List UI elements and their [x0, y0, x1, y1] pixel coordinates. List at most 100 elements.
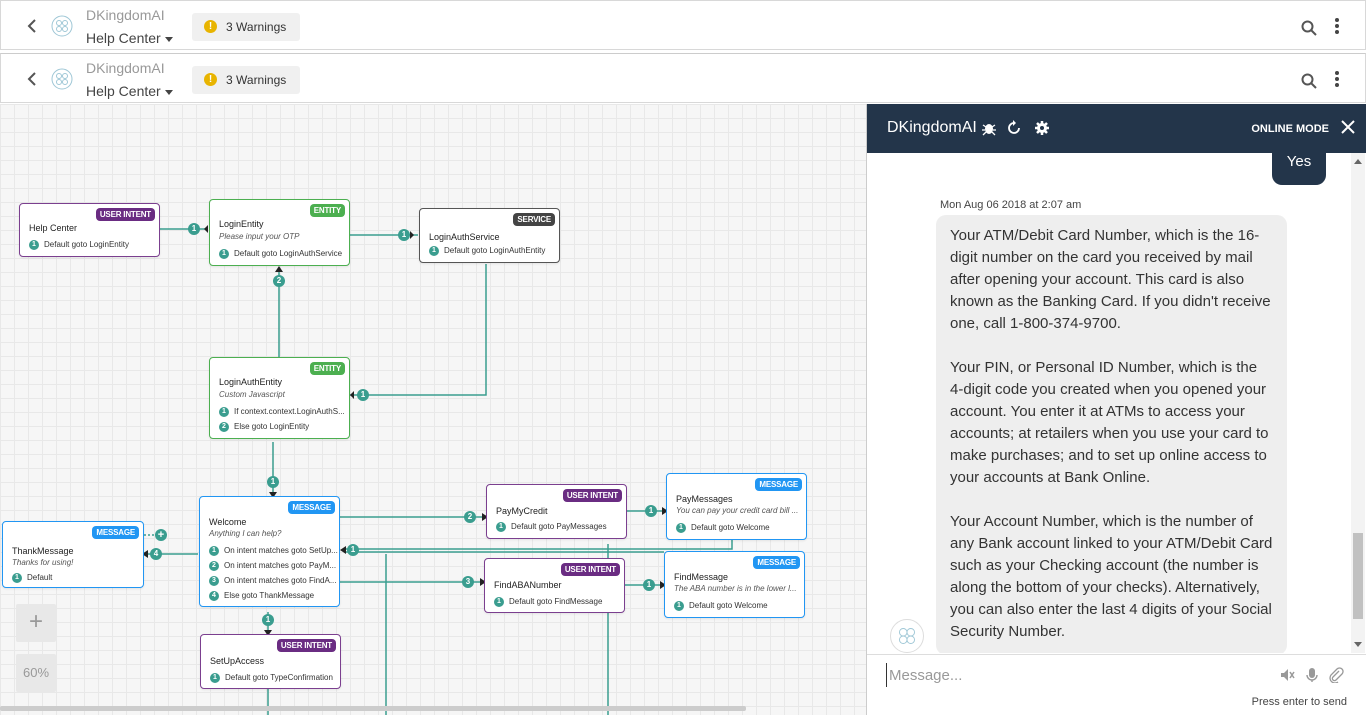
caret-down-icon — [164, 89, 173, 95]
node-login-auth-entity[interactable]: ENTITY LoginAuthEntity Custom Javascript… — [209, 357, 350, 439]
node-pay-messages[interactable]: MESSAGE PayMessages You can pay your cre… — [666, 473, 807, 540]
node-title: LoginEntity — [219, 219, 264, 229]
bot-logo-icon — [51, 68, 73, 90]
dialog-selector[interactable]: Help Center — [86, 30, 173, 46]
node-subtitle: You can pay your credit card bill ... — [676, 506, 799, 515]
node-type-badge: ENTITY — [309, 362, 345, 375]
caret-down-icon — [164, 36, 173, 42]
node-subtitle: Custom Javascript — [219, 390, 285, 399]
node-find-message[interactable]: MESSAGE FindMessage The ABA number is in… — [664, 551, 805, 618]
connector-number: 1 — [398, 229, 410, 241]
chat-messages: Yes Mon Aug 06 2018 at 2:07 am Your ATM/… — [867, 153, 1351, 653]
node-subtitle: Thanks for using! — [12, 558, 74, 567]
node-title: Welcome — [209, 517, 247, 527]
bot-name: DKingdomAI — [86, 7, 165, 23]
node-subtitle: Please input your OTP — [219, 232, 300, 241]
warnings-button[interactable]: ! 3 Warnings — [192, 13, 300, 41]
node-type-badge: USER INTENT — [562, 489, 622, 502]
message-input[interactable] — [886, 663, 1266, 687]
connector-number: 1 — [188, 223, 200, 235]
back-arrow-icon[interactable] — [23, 17, 41, 35]
search-icon[interactable] — [1301, 73, 1317, 89]
node-title: ThankMessage — [12, 546, 74, 556]
bot-name: DKingdomAI — [86, 60, 165, 76]
microphone-icon[interactable] — [1304, 667, 1320, 683]
connector-number: 2 — [464, 511, 476, 523]
node-type-badge: USER INTENT — [276, 639, 336, 652]
dialog-name: Help Center — [86, 30, 161, 46]
node-type-badge: MESSAGE — [288, 501, 335, 514]
chat-composer: Press enter to send — [867, 654, 1366, 715]
node-subtitle: The ABA number is in the lower l... — [674, 584, 797, 593]
add-transition-icon[interactable]: + — [155, 529, 167, 541]
more-options-icon[interactable] — [1335, 18, 1339, 36]
search-icon[interactable] — [1301, 20, 1317, 36]
settings-gear-icon[interactable] — [1034, 120, 1050, 136]
connector-number: 1 — [357, 389, 369, 401]
dialog-selector[interactable]: Help Center — [86, 83, 173, 99]
bot-message-bubble: Your ATM/Debit Card Number, which is the… — [936, 215, 1287, 653]
connector-number: 1 — [643, 579, 655, 591]
zoom-level[interactable]: 60% — [16, 654, 56, 692]
node-type-badge: USER INTENT — [95, 208, 155, 221]
node-type-badge: MESSAGE — [92, 526, 139, 539]
bot-avatar-icon — [890, 619, 924, 653]
mute-speaker-icon[interactable] — [1279, 667, 1295, 683]
node-title: LoginAuthService — [429, 232, 500, 242]
connector-number: 1 — [347, 544, 359, 556]
attachment-icon[interactable] — [1328, 667, 1344, 683]
back-arrow-icon[interactable] — [23, 70, 41, 88]
chat-header: DKingdomAI ONLINE MODE — [867, 104, 1366, 153]
zoom-in-button[interactable]: + — [16, 604, 56, 642]
connector-number: 1 — [645, 505, 657, 517]
node-login-entity[interactable]: ENTITY LoginEntity Please input your OTP… — [209, 199, 350, 266]
horizontal-scrollbar[interactable] — [0, 706, 746, 711]
connector-number: 1 — [267, 476, 279, 488]
node-type-badge: ENTITY — [309, 204, 345, 217]
more-options-icon[interactable] — [1335, 71, 1339, 89]
warning-icon: ! — [204, 73, 217, 86]
node-title: PayMessages — [676, 494, 733, 504]
chat-mode-label: ONLINE MODE — [1251, 123, 1329, 135]
connector-number: 1 — [262, 614, 274, 626]
close-icon[interactable] — [1339, 118, 1357, 136]
debug-bug-icon[interactable] — [981, 120, 997, 136]
chat-title: DKingdomAI — [887, 119, 977, 136]
dialog-name: Help Center — [86, 83, 161, 99]
refresh-icon[interactable] — [1006, 120, 1022, 136]
warnings-label: 3 Warnings — [226, 20, 287, 34]
connector-number: 4 — [150, 548, 162, 560]
node-title: LoginAuthEntity — [219, 377, 283, 387]
chat-scrollbar[interactable] — [1351, 153, 1365, 653]
top-toolbar: DKingdomAI Help Center ! 3 Warnings — [0, 0, 1366, 50]
node-thank-message[interactable]: MESSAGE ThankMessage Thanks for using! 1… — [2, 521, 144, 588]
warnings-button[interactable]: ! 3 Warnings — [192, 66, 300, 94]
node-title: FindABANumber — [494, 580, 562, 590]
warning-icon: ! — [204, 20, 217, 33]
connector-number: 3 — [462, 576, 474, 588]
user-message-bubble: Yes — [1272, 153, 1326, 185]
send-hint: Press enter to send — [1251, 696, 1347, 708]
top-toolbar-secondary: DKingdomAI Help Center ! 3 Warnings — [0, 53, 1366, 103]
node-type-badge: MESSAGE — [755, 478, 802, 491]
warnings-label: 3 Warnings — [226, 73, 287, 87]
